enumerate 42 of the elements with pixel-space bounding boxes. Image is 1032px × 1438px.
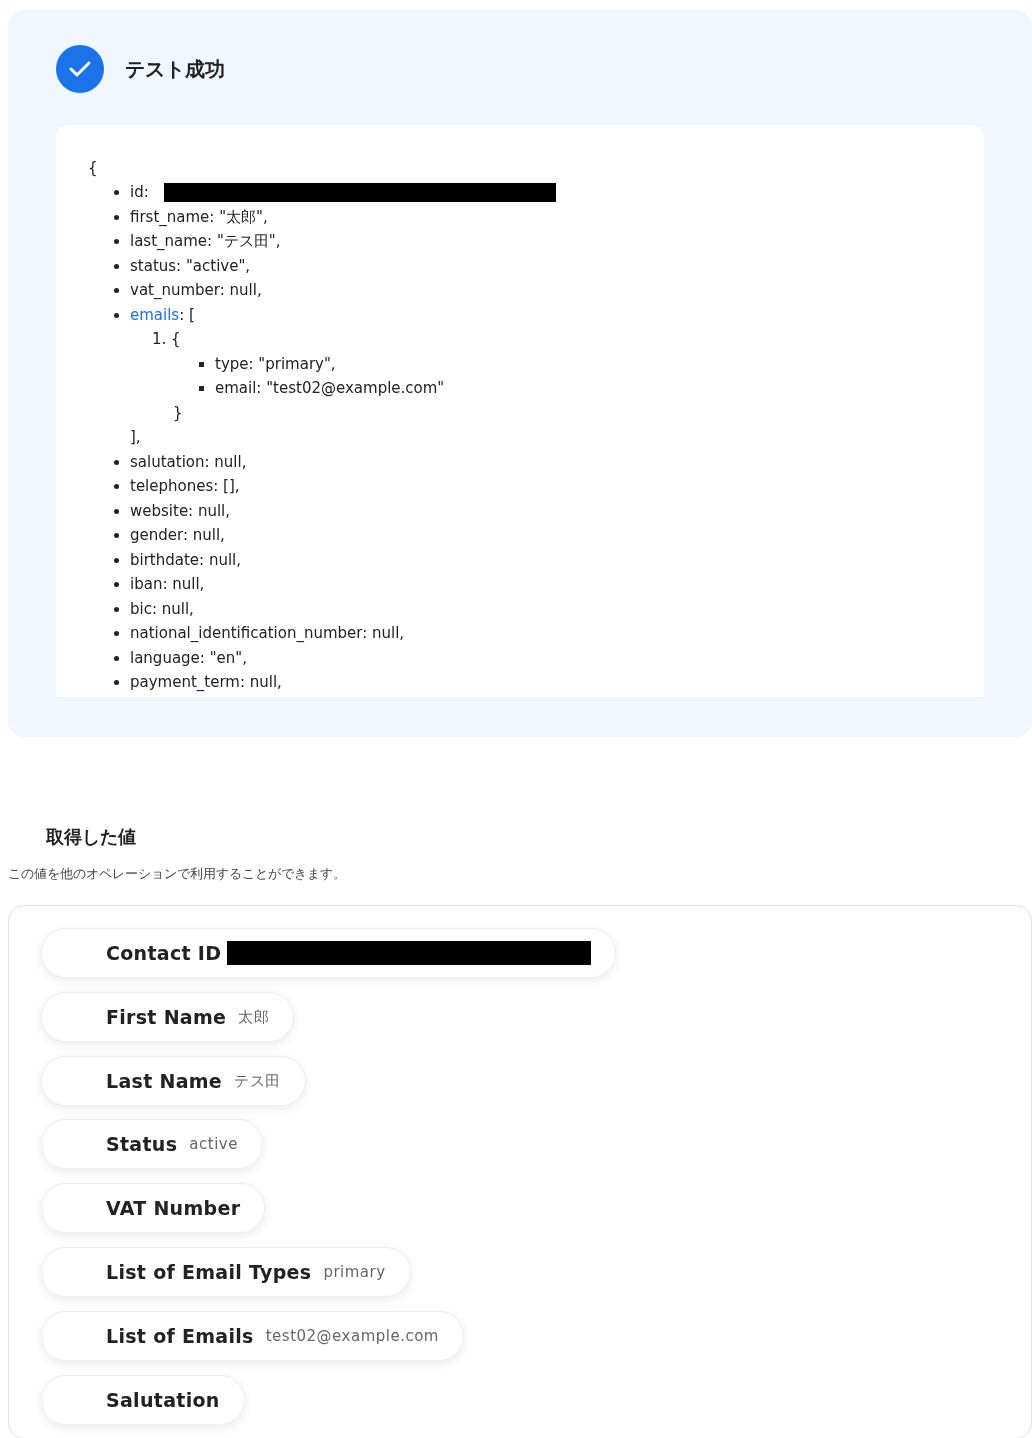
code-box xyxy=(56,125,984,697)
code-line: gender: null, xyxy=(130,525,225,545)
code-line: language: "en", xyxy=(130,648,247,668)
code-line: emails: [ xyxy=(130,305,195,325)
code-line: vat_number: null, xyxy=(130,280,262,300)
code-line: telephones: [], xyxy=(130,476,240,496)
result-panel xyxy=(8,10,1032,737)
value-name: Status xyxy=(106,1133,178,1155)
code-line: first_name: "太郎", xyxy=(130,207,268,227)
value-name: List of Emails xyxy=(106,1325,254,1347)
code-line: type: "primary", xyxy=(215,354,336,374)
value-text: active xyxy=(189,1135,238,1153)
code-line: } xyxy=(173,403,183,423)
panel-heading: テスト成功 xyxy=(125,56,225,83)
description-text: この値を他のオペレーションで利用することができます。 xyxy=(8,865,346,883)
code-line: iban: null, xyxy=(130,574,205,594)
value-text: test02@example.com xyxy=(265,1327,439,1345)
code-line: bic: null, xyxy=(130,599,194,619)
code-line: email: "test02@example.com" xyxy=(215,378,445,398)
code-line: birthdate: null, xyxy=(130,550,241,570)
section-heading: 取得した値 xyxy=(46,825,136,849)
value-name: First Name xyxy=(106,1006,227,1028)
value-name: VAT Number xyxy=(106,1197,241,1219)
value-name: Salutation xyxy=(106,1389,220,1411)
code-line: { xyxy=(88,158,98,178)
value-name: List of Email Types xyxy=(106,1261,312,1283)
code-line: ], xyxy=(130,427,141,447)
code-line: id: xyxy=(130,182,149,202)
values-panel xyxy=(8,905,1032,1438)
value-text: 太郎 xyxy=(238,1007,270,1027)
value-text: テス田 xyxy=(234,1071,281,1091)
value-name: Contact ID xyxy=(106,942,222,964)
code-line: status: "active", xyxy=(130,256,251,276)
code-line: salutation: null, xyxy=(130,452,247,472)
code-line: website: null, xyxy=(130,501,231,521)
code-line: last_name: "テス田", xyxy=(130,231,281,251)
value-text: primary xyxy=(323,1263,386,1281)
value-chip xyxy=(41,928,617,978)
code-line: 1. { xyxy=(152,329,181,349)
code-line: payment_term: null, xyxy=(130,672,282,692)
code-line: national_identification_number: null, xyxy=(130,623,405,643)
value-name: Last Name xyxy=(106,1070,223,1092)
